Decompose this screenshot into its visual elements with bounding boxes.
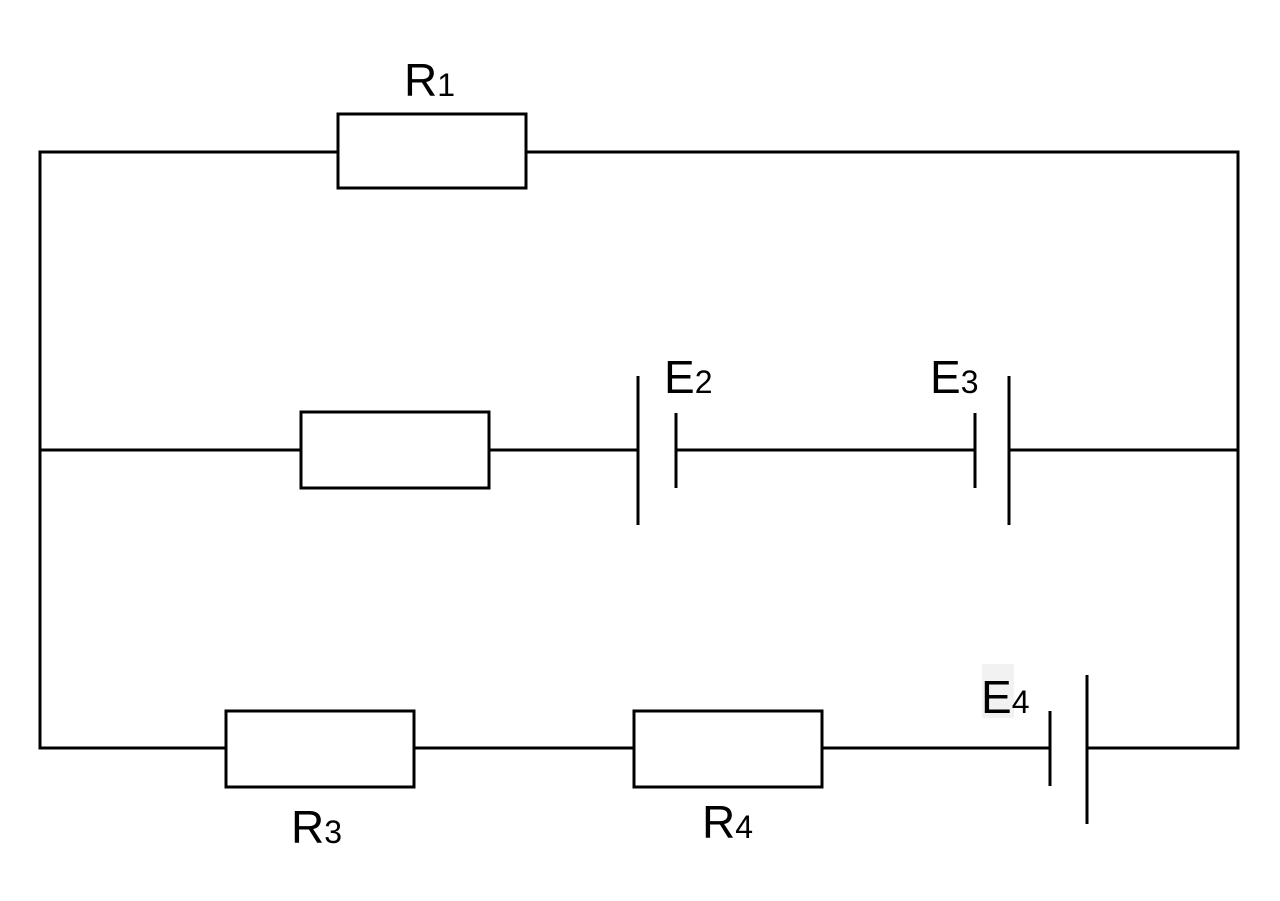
resistor-r1 xyxy=(336,112,528,190)
label-r3: R3 xyxy=(291,801,342,853)
resistor-r2 xyxy=(299,410,491,490)
label-r1: R1 xyxy=(404,54,455,106)
resistor-r4 xyxy=(632,709,824,789)
label-r4: R4 xyxy=(702,796,753,848)
resistor-r3 xyxy=(224,709,416,789)
label-e2: E2 xyxy=(664,351,712,403)
battery-e3 xyxy=(973,376,1011,525)
battery-e4 xyxy=(1048,675,1089,824)
label-e3: E3 xyxy=(930,351,978,403)
label-e4: E4 xyxy=(981,671,1029,723)
label-e4-background xyxy=(982,664,1014,718)
